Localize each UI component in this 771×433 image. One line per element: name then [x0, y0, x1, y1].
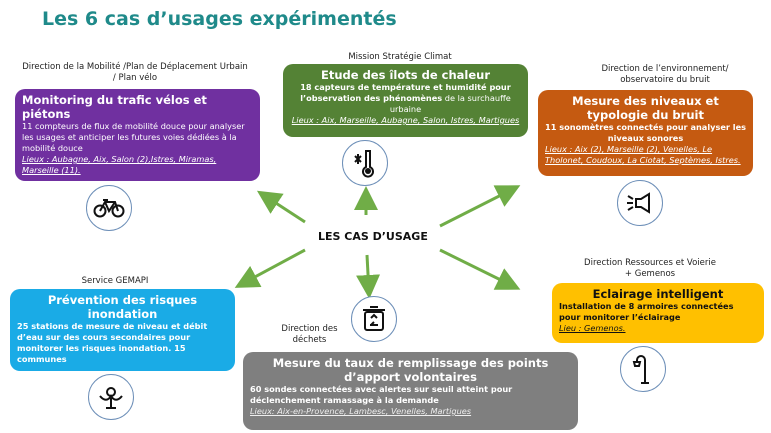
arrow-flood — [234, 248, 306, 288]
dept-mobility: Direction de la Mobilité /Plan de Déplac… — [22, 62, 248, 83]
case-waste: Mesure du taux de remplissage des points… — [243, 352, 578, 430]
case-places: Lieu : Gemenos. — [559, 323, 626, 333]
case-heading: Eclairage intelligent — [592, 287, 724, 301]
case-places: Lieux: Aix-en-Provence, Lambesc, Venelle… — [250, 406, 472, 416]
center-label: LES CAS D’USAGE — [318, 230, 428, 243]
arrow-waste — [356, 254, 381, 299]
case-heading: Prévention des risques inondation — [47, 293, 198, 321]
case-places: Lieux : Aix (2), Marseille (2), Venelles… — [545, 144, 741, 165]
case-body: 11 compteurs de flux de mobilité douce p… — [22, 121, 245, 153]
arrow-lighting — [439, 248, 521, 290]
case-body: Installation de 8 armoires connectées po… — [559, 301, 734, 322]
case-body: de la surchauffe urbaine — [389, 93, 511, 114]
case-climate: Etude des îlots de chaleur 18 capteurs d… — [283, 64, 528, 137]
recycle-bin-icon — [351, 296, 397, 342]
case-mobility: Monitoring du trafic vélos et piétons 11… — [15, 89, 260, 181]
case-body: 25 stations de mesure de niveau et débit… — [17, 321, 208, 364]
case-lighting: Eclairage intelligent Installation de 8 … — [552, 283, 764, 343]
dept-climate: Mission Stratégie Climat — [348, 52, 452, 62]
case-heading: Monitoring du trafic vélos et piétons — [22, 93, 207, 121]
case-heading: Mesure des niveaux et typologie du bruit — [572, 94, 719, 122]
case-flood: Prévention des risques inondation 25 sta… — [10, 289, 235, 371]
page-title: Les 6 cas d’usages expérimentés — [42, 8, 397, 30]
case-body: 11 sonomètres connectés pour analyser le… — [545, 122, 747, 143]
dept-flood: Service GEMAPI — [81, 276, 149, 286]
water-sensor-icon — [88, 374, 134, 420]
thermometer-icon — [342, 140, 388, 186]
street-lamp-icon — [620, 346, 666, 392]
dept-noise: Direction de l’environnement/ observatoi… — [601, 64, 729, 85]
case-body: 60 sondes connectées avec alertes sur se… — [250, 384, 513, 405]
arrow-mobility — [256, 190, 306, 224]
speaker-icon — [617, 180, 663, 226]
case-body-bold: 18 capteurs de température et humidité p… — [300, 82, 511, 103]
dept-lighting: Direction Ressources et Voierie + Gemeno… — [584, 258, 716, 279]
case-places: Lieux : Aix, Marseille, Aubagne, Salon, … — [291, 115, 520, 125]
case-heading: Etude des îlots de chaleur — [321, 68, 490, 82]
bicycle-icon — [86, 185, 132, 231]
case-places: Lieux : Aubagne, Aix, Salon (2),Istres, … — [22, 154, 217, 175]
case-heading: Mesure du taux de remplissage des points… — [272, 356, 549, 384]
case-noise: Mesure des niveaux et typologie du bruit… — [538, 90, 753, 176]
arrow-noise — [439, 185, 521, 228]
dept-waste: Direction des déchets — [281, 324, 338, 345]
